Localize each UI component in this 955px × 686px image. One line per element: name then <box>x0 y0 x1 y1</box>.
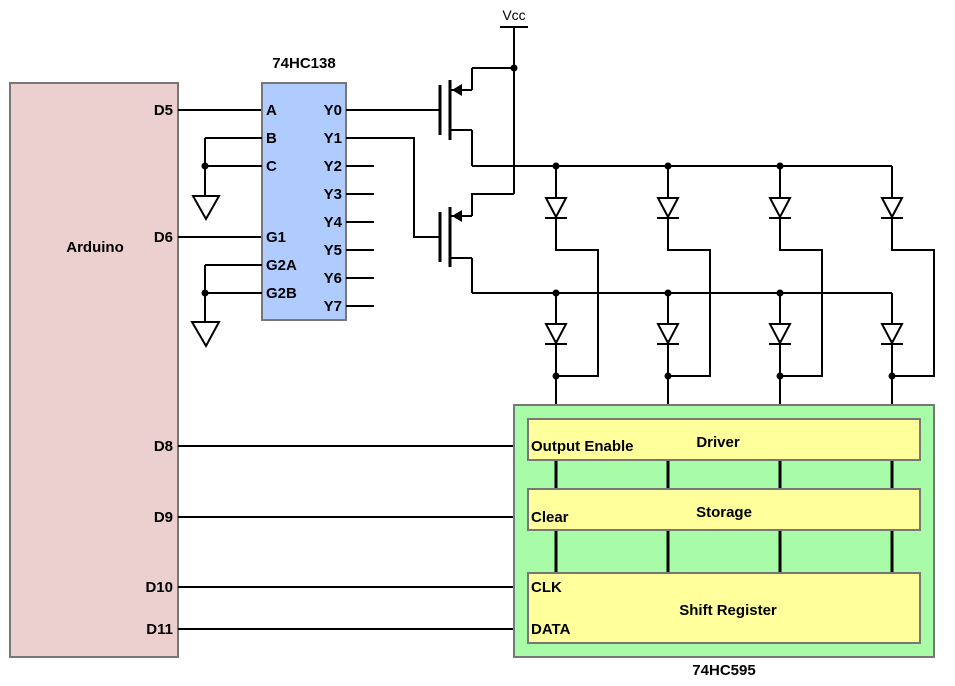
driver-stage <box>527 418 921 461</box>
shift-register-title: 74HC595 <box>692 662 755 679</box>
clear-pin: Clear <box>531 509 569 526</box>
ground-symbol-1 <box>191 195 221 222</box>
row-bus-2 <box>472 289 892 297</box>
decoder-pin-c: C <box>266 158 277 175</box>
storage-stage-label: Storage <box>696 504 752 521</box>
arduino-title: Arduino <box>66 239 124 256</box>
decoder-pin-y4: Y4 <box>324 214 343 231</box>
decoder-title: 74HC138 <box>272 55 335 72</box>
decoder-pin-a: A <box>266 102 277 119</box>
driver-stage-label: Driver <box>696 434 740 451</box>
storage-stage <box>527 488 921 531</box>
pin-d6: D6 <box>154 229 173 246</box>
ground-g2-wiring <box>201 264 262 322</box>
vcc-rail <box>472 26 528 194</box>
data-pin: DATA <box>531 621 571 638</box>
decoder-output-stubs <box>346 165 374 307</box>
decoder-pin-y7: Y7 <box>324 298 342 315</box>
pin-d10: D10 <box>145 579 173 596</box>
decoder-pin-y3: Y3 <box>324 186 342 203</box>
arduino-wires <box>178 109 528 630</box>
y1-gate-wire <box>346 137 440 238</box>
pmos-transistor-1 <box>438 68 473 166</box>
decoder-pin-y2: Y2 <box>324 158 342 175</box>
decoder-pin-b: B <box>266 130 277 147</box>
ground-bc-wiring <box>201 137 262 196</box>
clk-pin: CLK <box>531 579 562 596</box>
led-column-2 <box>656 166 711 418</box>
pmos-transistor-2 <box>438 193 514 293</box>
vcc-label: Vcc <box>502 7 525 23</box>
decoder-pin-g1: G1 <box>266 229 286 246</box>
shift-register-stage <box>527 572 921 644</box>
decoder-pin-g2a: G2A <box>266 257 297 274</box>
decoder-pin-g2b: G2B <box>266 285 297 302</box>
pin-d9: D9 <box>154 509 173 526</box>
led-column-4 <box>880 166 935 418</box>
decoder-pin-y5: Y5 <box>324 242 342 259</box>
ground-symbol-2 <box>190 321 221 349</box>
shift-register-stage-label: Shift Register <box>679 602 777 619</box>
decoder-pin-y6: Y6 <box>324 270 342 287</box>
decoder-pin-y1: Y1 <box>324 130 342 147</box>
arduino-block <box>9 82 179 658</box>
pin-d5: D5 <box>154 102 173 119</box>
decoder-pin-y0: Y0 <box>324 102 342 119</box>
output-enable-pin: Output Enable <box>531 438 634 455</box>
pin-d8: D8 <box>154 438 173 455</box>
row-bus-1 <box>472 162 892 170</box>
decoder-block <box>261 82 347 321</box>
stage-connectors <box>554 460 894 573</box>
pin-d11: D11 <box>146 621 173 638</box>
